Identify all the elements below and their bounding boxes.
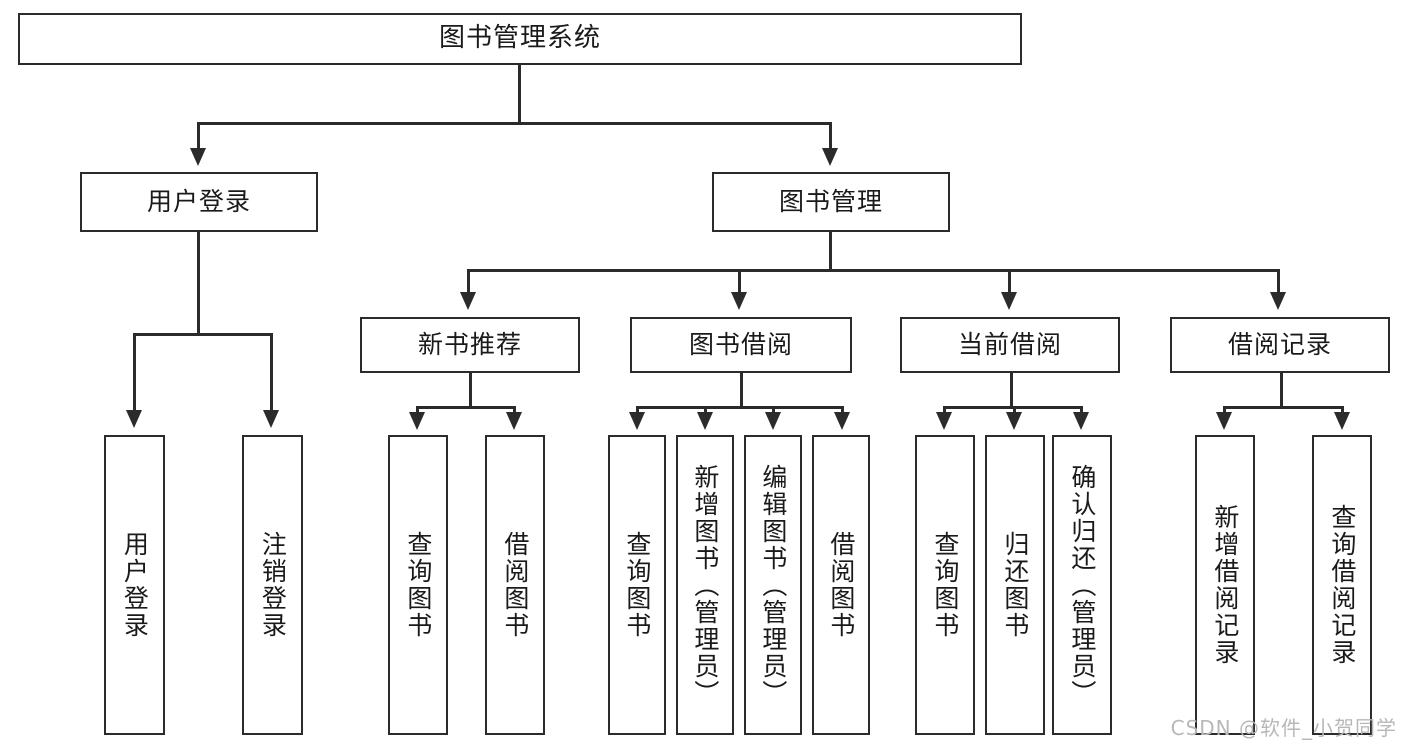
arrowhead-leaf-return-book <box>1006 412 1022 430</box>
arrowhead-leaf-confirm-return <box>1073 412 1089 430</box>
arrowhead-leaf-add-book <box>697 412 713 430</box>
leaf-confirm-return-admin[interactable]: 确认归还（管理员） <box>1052 435 1112 735</box>
leaf-query-borrow-record[interactable]: 查询借阅记录 <box>1312 435 1372 735</box>
connector-book-borrow-drop-1 <box>636 406 639 415</box>
connector-root-to-user-login <box>197 122 200 149</box>
connector-root-to-book-manage <box>829 122 832 149</box>
leaf-borrow-book-recommend[interactable]: 借阅图书 <box>485 435 545 735</box>
arrowhead-new-book-recommend <box>460 292 476 310</box>
leaf-add-book-admin[interactable]: 新增图书（管理员） <box>676 435 734 735</box>
arrowhead-leaf-edit-book <box>765 412 781 430</box>
connector-book-manage-stem <box>829 232 832 272</box>
leaf-query-book-borrow[interactable]: 查询图书 <box>608 435 666 735</box>
connector-book-borrow-bus <box>636 406 844 409</box>
arrowhead-book-borrow <box>731 292 747 310</box>
arrowhead-user-login <box>190 148 206 166</box>
connector-book-borrow-drop-4 <box>841 406 844 415</box>
node-root-system[interactable]: 图书管理系统 <box>18 13 1022 65</box>
connector-user-login-drop-2 <box>270 333 273 411</box>
connector-root-stem <box>518 65 521 124</box>
arrowhead-leaf-query-borrow-record <box>1334 412 1350 430</box>
connector-new-book-drop-1 <box>416 406 419 415</box>
node-book-manage[interactable]: 图书管理 <box>712 172 950 232</box>
connector-current-borrow-bus <box>943 406 1082 409</box>
leaf-borrow-book[interactable]: 借阅图书 <box>812 435 870 735</box>
arrowhead-current-borrow <box>1001 292 1017 310</box>
connector-current-borrow-drop-1 <box>943 406 946 415</box>
node-current-borrow[interactable]: 当前借阅 <box>900 317 1120 373</box>
connector-borrow-record-drop-1 <box>1223 406 1226 415</box>
leaf-add-borrow-record[interactable]: 新增借阅记录 <box>1195 435 1255 735</box>
connector-book-borrow-stem <box>740 373 743 409</box>
connector-book-manage-bus <box>467 269 1280 272</box>
connector-book-borrow-drop-2 <box>704 406 707 415</box>
arrowhead-leaf-add-borrow-record <box>1216 412 1232 430</box>
connector-borrow-record-drop-2 <box>1341 406 1344 415</box>
connector-borrow-record-stem <box>1280 373 1283 409</box>
connector-new-book-bus <box>416 406 515 409</box>
connector-book-manage-drop-4 <box>1277 269 1280 293</box>
node-new-book-recommend[interactable]: 新书推荐 <box>360 317 580 373</box>
arrowhead-leaf-query-book-borrow <box>629 412 645 430</box>
connector-book-manage-drop-3 <box>1008 269 1011 293</box>
connector-book-manage-drop-2 <box>738 269 741 293</box>
connector-current-borrow-stem <box>1010 373 1013 409</box>
connector-new-book-drop-2 <box>513 406 516 415</box>
arrowhead-leaf-user-logout <box>263 410 279 428</box>
arrowhead-leaf-borrow-book-recommend <box>506 412 522 430</box>
node-user-login[interactable]: 用户登录 <box>80 172 318 232</box>
arrowhead-leaf-borrow-book <box>834 412 850 430</box>
leaf-edit-book-admin[interactable]: 编辑图书（管理员） <box>744 435 802 735</box>
arrowhead-book-manage <box>822 148 838 166</box>
watermark-text: CSDN @软件_小贺同学 <box>1170 716 1397 740</box>
arrowhead-leaf-query-book-current <box>936 412 952 430</box>
node-book-borrow[interactable]: 图书借阅 <box>630 317 852 373</box>
connector-root-bus <box>197 122 831 125</box>
leaf-user-logout[interactable]: 注销登录 <box>242 435 303 735</box>
connector-book-manage-drop-1 <box>467 269 470 293</box>
arrowhead-leaf-user-login <box>126 410 142 428</box>
arrowhead-leaf-query-book-recommend <box>409 412 425 430</box>
connector-user-login-bus <box>133 333 272 336</box>
connector-current-borrow-drop-3 <box>1080 406 1083 415</box>
connector-borrow-record-bus <box>1223 406 1343 409</box>
arrowhead-borrow-record <box>1270 292 1286 310</box>
connector-current-borrow-drop-2 <box>1013 406 1016 415</box>
leaf-return-book[interactable]: 归还图书 <box>985 435 1045 735</box>
leaf-user-login[interactable]: 用户登录 <box>104 435 165 735</box>
leaf-query-book-recommend[interactable]: 查询图书 <box>388 435 448 735</box>
node-borrow-record[interactable]: 借阅记录 <box>1170 317 1390 373</box>
connector-book-borrow-drop-3 <box>772 406 775 415</box>
connector-new-book-stem <box>469 373 472 409</box>
connector-user-login-stem <box>197 232 200 335</box>
leaf-query-book-current[interactable]: 查询图书 <box>915 435 975 735</box>
connector-user-login-drop-1 <box>133 333 136 411</box>
